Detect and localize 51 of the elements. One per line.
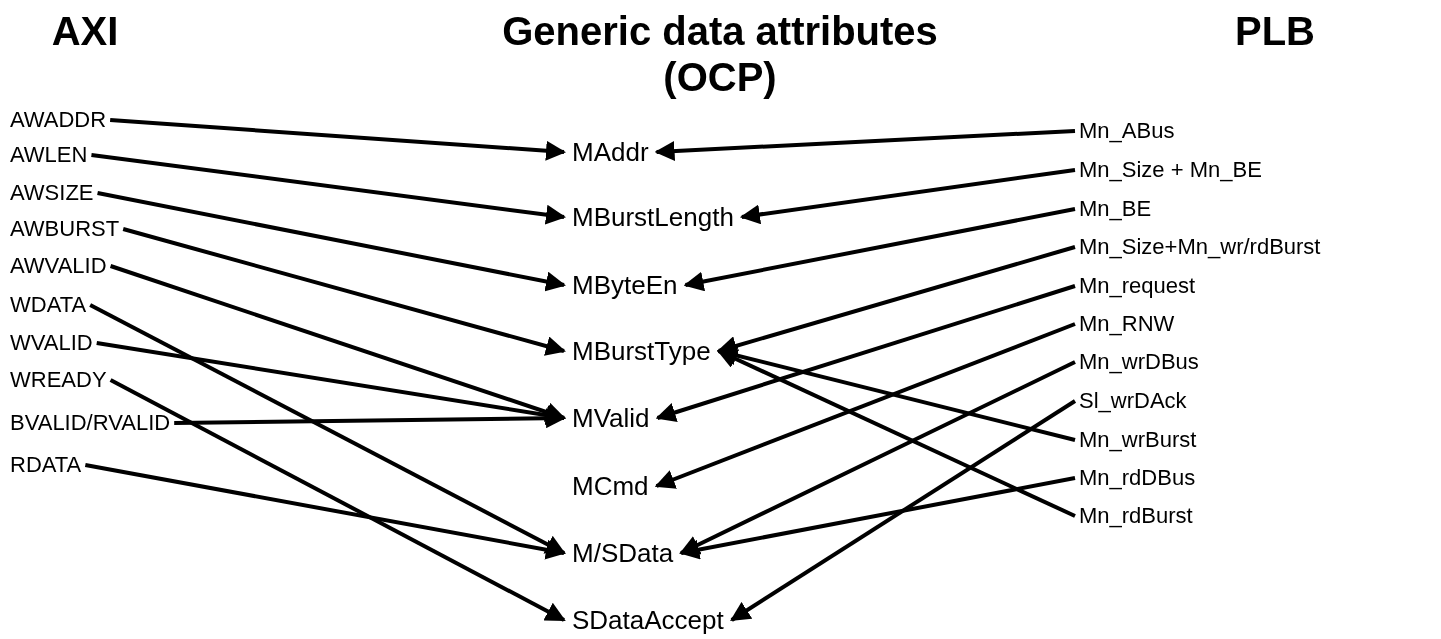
signal-name: AWADDR xyxy=(10,107,107,133)
arrow xyxy=(110,118,566,161)
arrow xyxy=(679,360,1076,555)
signal-name: BVALID/RVALID xyxy=(10,410,171,436)
arrow xyxy=(109,378,566,622)
arrow xyxy=(84,463,566,560)
signal-name: WREADY xyxy=(10,367,107,393)
arrow xyxy=(716,349,1076,518)
arrow xyxy=(655,284,1076,423)
signal-name: Mn_wrBurst xyxy=(1079,427,1197,453)
signal-name: MCmd xyxy=(572,471,649,501)
signal-name: Mn_rdBurst xyxy=(1079,503,1193,529)
signal-name: AWVALID xyxy=(10,253,107,279)
arrow xyxy=(89,303,566,555)
signal-name: WDATA xyxy=(10,292,87,318)
signal-name: MValid xyxy=(572,403,650,433)
arrow xyxy=(739,168,1076,225)
arrow xyxy=(97,191,566,292)
signal-name: MAddr xyxy=(572,137,649,167)
arrow xyxy=(683,207,1076,292)
signal-name: WVALID xyxy=(10,330,93,356)
arrow xyxy=(654,129,1076,162)
arrow xyxy=(679,476,1076,560)
signal-name: Mn_rdDBus xyxy=(1079,465,1196,491)
signal-name: MBurstType xyxy=(572,336,711,366)
signal-name: Mn_Size+Mn_wr/rdBurst xyxy=(1079,234,1321,260)
arrow xyxy=(91,153,566,225)
signal-name: RDATA xyxy=(10,452,82,478)
column-heading: Generic data attributes (OCP) xyxy=(501,8,939,100)
signal-name: AWSIZE xyxy=(10,180,94,206)
signal-name: AWBURST xyxy=(10,216,120,242)
signal-name: MByteEn xyxy=(572,270,678,300)
arrow xyxy=(174,408,566,429)
arrow xyxy=(716,245,1076,356)
signal-name: Mn_BE xyxy=(1079,196,1152,222)
arrow xyxy=(122,227,566,356)
signal-name: Sl_wrDAck xyxy=(1079,388,1187,414)
column-heading: PLB xyxy=(1234,8,1316,54)
column-heading: AXI xyxy=(50,8,120,54)
signal-name: Mn_ABus xyxy=(1079,118,1175,144)
signal-name: Mn_wrDBus xyxy=(1079,349,1199,375)
signal-name: MBurstLength xyxy=(572,202,734,232)
signal-name: Mn_Size + Mn_BE xyxy=(1079,157,1262,183)
signal-name: M/SData xyxy=(572,538,674,568)
arrow xyxy=(730,399,1077,622)
signal-name: SDataAccept xyxy=(572,605,724,635)
signal-name: Mn_RNW xyxy=(1079,311,1175,337)
signal-name: Mn_request xyxy=(1079,273,1196,299)
arrow xyxy=(109,264,566,422)
signal-name: AWLEN xyxy=(10,142,88,168)
arrow xyxy=(654,322,1076,489)
